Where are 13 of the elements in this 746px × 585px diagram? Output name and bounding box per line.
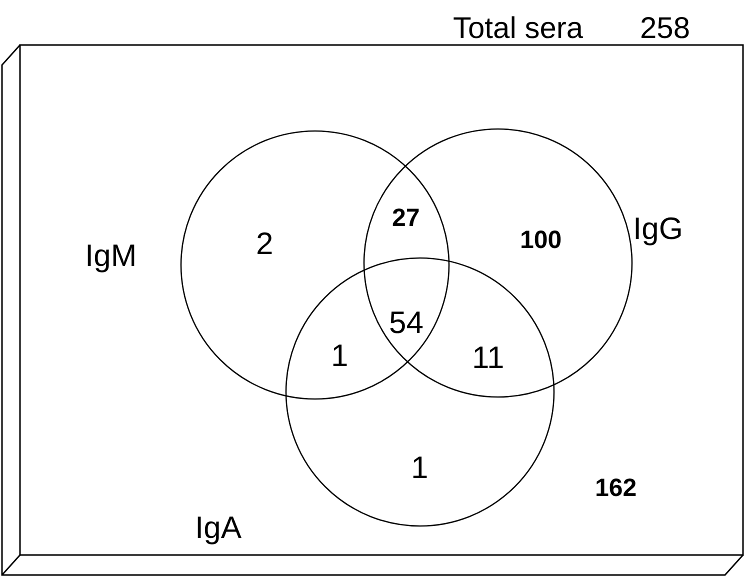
set-label: IgM [85,240,137,271]
set-label: IgA [195,512,242,543]
title: Total sera [453,14,584,44]
region-count: 1 [331,340,348,371]
region-count: 1 [411,452,428,483]
outside-count: 162 [595,476,637,501]
region-count: 100 [520,228,562,253]
region-count: 54 [389,307,424,338]
region-count: 2 [256,228,274,259]
region-count: 27 [392,206,420,231]
total-count: 258 [640,14,690,44]
region-count: 11 [472,342,504,373]
set-label: IgG [633,213,683,244]
